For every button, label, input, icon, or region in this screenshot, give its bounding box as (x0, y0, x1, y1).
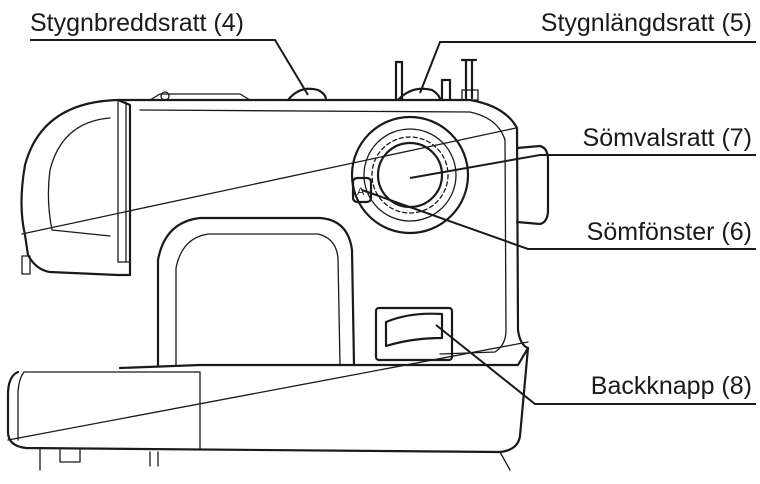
dial-outer-ring (350, 115, 470, 235)
pattern-window: A (351, 176, 373, 204)
head-side-detail (21, 255, 31, 275)
spool-pin-right (460, 58, 478, 100)
pattern-window-frame (351, 176, 373, 204)
label-stitch-width: Stygnbreddsratt (4) (30, 9, 244, 37)
leader-stitch-width (30, 39, 309, 96)
body-crease-lower (7, 341, 529, 441)
callout-leaders (30, 39, 756, 405)
base-bottom-edge (39, 447, 511, 471)
arm-opening-inner (175, 233, 341, 366)
hand-wheel (515, 144, 550, 226)
leader-stitch-length (419, 41, 756, 94)
face-plate-lines (117, 101, 131, 263)
leader-reverse-button (435, 324, 756, 405)
base-inner (17, 371, 201, 449)
spool-base (461, 89, 479, 101)
reverse-button-housing (374, 306, 454, 362)
machine-head-outline (20, 98, 132, 277)
leader-pattern-window (361, 189, 756, 250)
stitch-length-knob (396, 87, 442, 102)
machine-body-outline (116, 98, 530, 370)
dial-grip-teeth (371, 136, 449, 214)
pattern-window-letter: A (357, 186, 365, 198)
label-pattern-window: Sömfönster (6) (587, 218, 752, 246)
label-stitch-length: Stygnlängdsratt (5) (541, 9, 752, 37)
stitch-width-knob (286, 87, 328, 102)
sewing-machine-illustration: A (6, 58, 550, 471)
label-pattern-selector: Sömvalsratt (7) (583, 124, 752, 152)
reverse-lever (384, 312, 444, 348)
dial-rim (363, 128, 457, 222)
pattern-selector-dial (350, 115, 470, 235)
spool-pin-left (394, 60, 404, 102)
head-inner-contour (47, 117, 111, 237)
machine-base (6, 346, 530, 454)
leader-pattern-selector (409, 154, 756, 179)
reverse-button-drawing (374, 306, 454, 362)
machine-feet (59, 449, 159, 467)
top-cover-line (149, 93, 251, 101)
top-screw (160, 91, 170, 101)
callout-labels: Stygnbreddsratt (4) Stygnlängdsratt (5) … (30, 9, 752, 400)
thread-guide (440, 78, 452, 102)
arm-opening (156, 216, 356, 367)
arm-inner-contour (139, 109, 507, 355)
label-reverse-button: Backknapp (8) (591, 372, 752, 400)
